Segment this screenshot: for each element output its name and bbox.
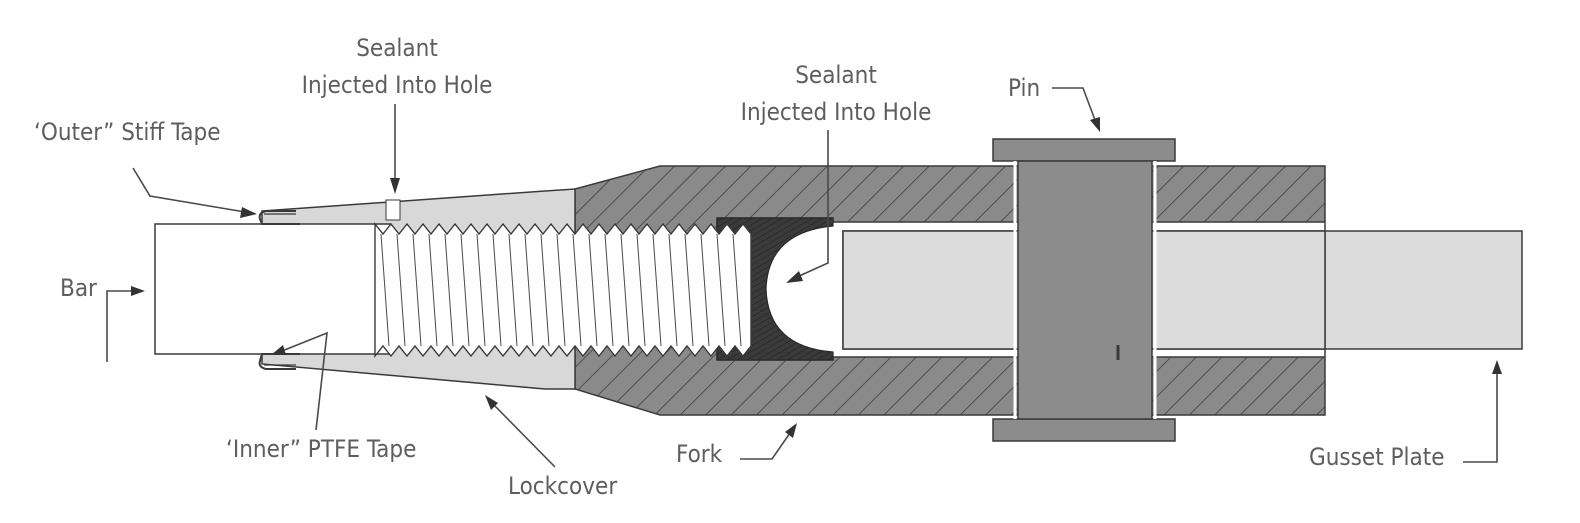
label-sealant-left-2: Injected Into Hole [302, 71, 493, 99]
thread-line [636, 233, 646, 347]
leader-fork [740, 423, 797, 460]
leader-pin [1052, 87, 1100, 132]
leader-sealant-left [390, 104, 400, 194]
bar-tube [154, 223, 391, 355]
thread-line [604, 233, 614, 347]
thread-line [700, 233, 710, 347]
pin-head-bottom [992, 418, 1176, 442]
label-lockcover: Lockcover [508, 472, 617, 500]
thread-line [732, 233, 742, 347]
thread-line [380, 233, 390, 347]
thread-line [444, 233, 454, 347]
pin-head-top [992, 138, 1176, 162]
thread-line [460, 233, 470, 347]
thread-line [668, 233, 678, 347]
thread-line [524, 233, 534, 347]
thread-line [492, 233, 502, 347]
thread-line [412, 233, 422, 347]
label-sealant-right-1: Sealant [795, 61, 877, 89]
leader-sealant-right [786, 130, 829, 283]
thread-line [508, 233, 518, 347]
label-bar: Bar [60, 274, 97, 302]
label-outer-tape: ‘Outer” Stiff Tape [34, 118, 221, 146]
thread-line [572, 233, 582, 347]
lockcover-sealant-hole [385, 199, 401, 221]
thread-line [620, 233, 630, 347]
label-gusset-plate: Gusset Plate [1309, 443, 1445, 471]
pin-shank [1017, 160, 1153, 420]
thread-line [716, 233, 726, 347]
thread-line [684, 233, 694, 347]
thread-line [428, 233, 438, 347]
thread-line [476, 233, 486, 347]
thread-line [540, 233, 550, 347]
label-inner-tape: ‘Inner” PTFE Tape [226, 435, 416, 463]
fork-body [574, 165, 1326, 416]
label-fork: Fork [676, 440, 723, 468]
leader-lockcover [485, 395, 556, 468]
thread-lines [380, 233, 742, 347]
thread-line [652, 233, 662, 347]
label-sealant-left-1: Sealant [356, 34, 438, 62]
thread-line [588, 233, 598, 347]
threaded-rod [374, 222, 752, 358]
thread-line [396, 233, 406, 347]
leader-inner-tape [271, 331, 328, 431]
leader-outer-tape [132, 167, 257, 218]
outer-stiff-tape-bottom [258, 353, 300, 370]
leader-gusset-plate [1463, 360, 1502, 463]
label-sealant-right-2: Injected Into Hole [741, 98, 932, 126]
leader-bar [106, 286, 145, 362]
label-pin: Pin [1008, 74, 1040, 102]
outer-stiff-tape-top [258, 210, 300, 225]
thread-line [556, 233, 566, 347]
